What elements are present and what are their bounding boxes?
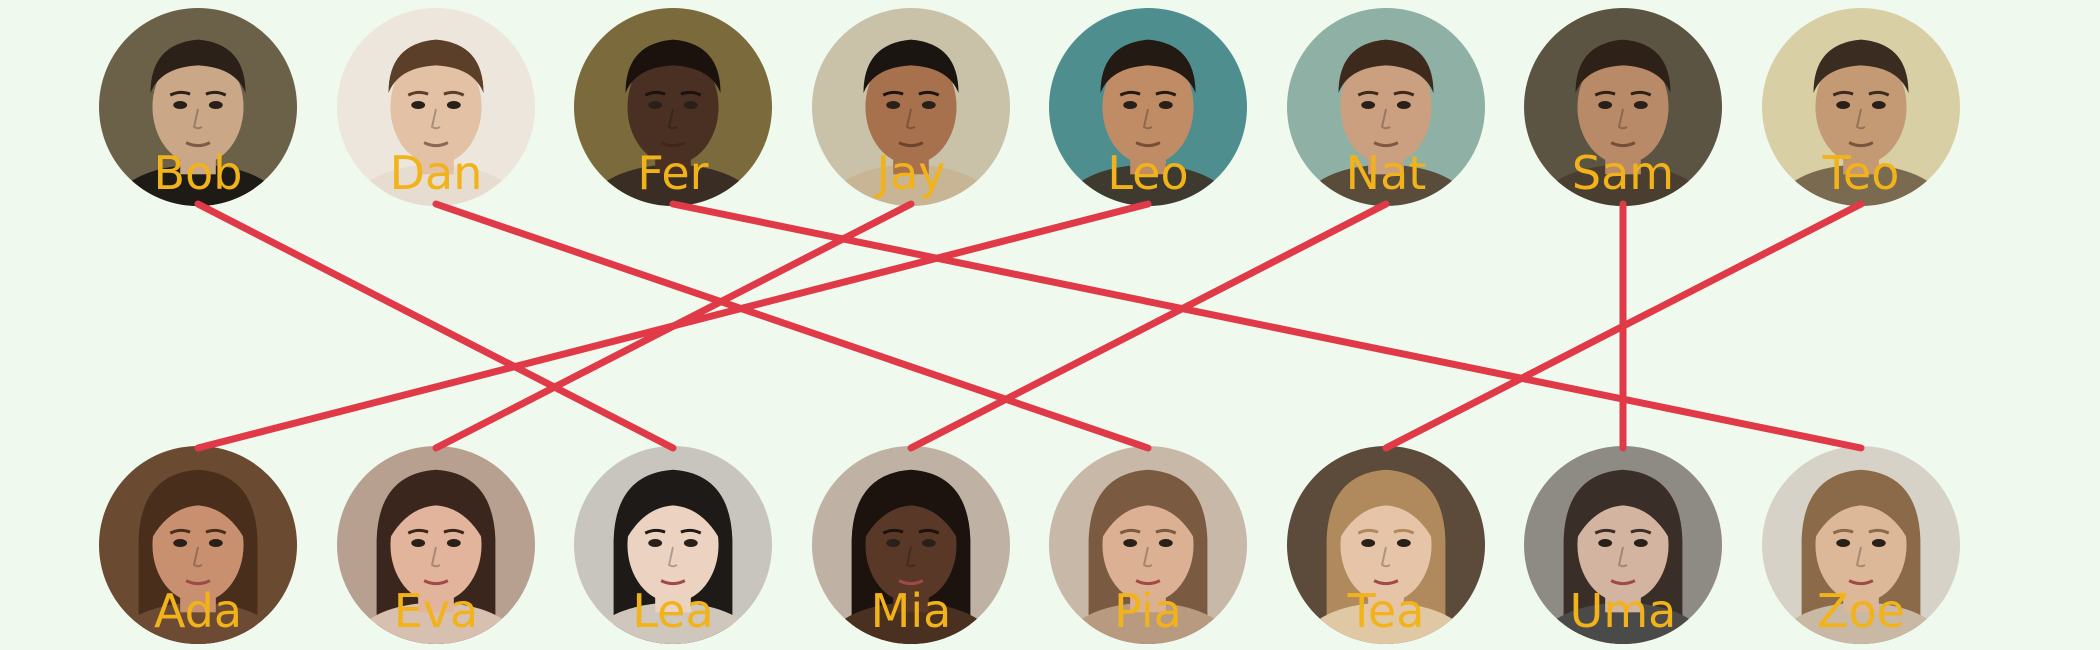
name-label-teo: Teo <box>1822 146 1900 200</box>
connector-nat-mia <box>907 200 1390 452</box>
name-label-dan: Dan <box>389 146 483 200</box>
name-label-eva: Eva <box>393 584 479 638</box>
connector-dan-pia <box>432 200 1152 452</box>
name-label-tea: Tea <box>1347 584 1425 638</box>
avatar-leo <box>1049 8 1247 206</box>
name-label-leo: Leo <box>1107 146 1189 200</box>
avatar-zoe <box>1762 446 1960 644</box>
name-label-sam: Sam <box>1571 146 1675 200</box>
connector-jay-eva <box>432 200 915 452</box>
name-label-mia: Mia <box>870 584 952 638</box>
avatar-eva <box>337 446 535 644</box>
avatar-teo <box>1762 8 1960 206</box>
avatar-uma <box>1524 446 1722 644</box>
name-label-fer: Fer <box>637 146 709 200</box>
avatar-pia <box>1049 446 1247 644</box>
name-label-zoe: Zoe <box>1817 584 1905 638</box>
connector-fer-zoe <box>669 200 1865 452</box>
avatar-ada <box>99 446 297 644</box>
name-label-ada: Ada <box>153 584 243 638</box>
name-label-pia: Pia <box>1114 584 1182 638</box>
name-label-jay: Jay <box>876 146 946 200</box>
name-label-bob: Bob <box>153 146 243 200</box>
avatar-lea <box>574 446 772 644</box>
connector-bob-lea <box>194 200 677 452</box>
name-label-uma: Uma <box>1569 584 1677 638</box>
connector-leo-ada <box>194 200 1152 452</box>
avatar-mia <box>812 446 1010 644</box>
name-label-lea: Lea <box>632 584 714 638</box>
avatar-jay <box>812 8 1010 206</box>
connector-teo-tea <box>1382 200 1865 452</box>
avatar-nat <box>1287 8 1485 206</box>
avatar-tea <box>1287 446 1485 644</box>
name-label-nat: Nat <box>1345 146 1427 200</box>
